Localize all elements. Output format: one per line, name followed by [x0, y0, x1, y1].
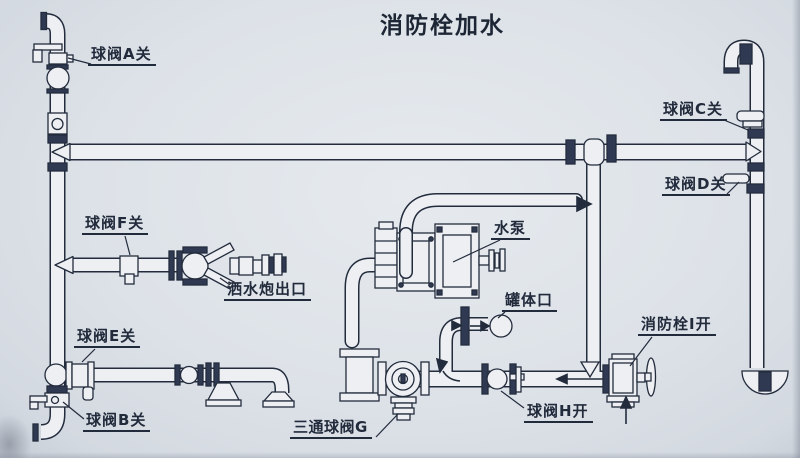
- fittings: [29, 11, 789, 442]
- scan-edge-shadow-right: [792, 0, 800, 458]
- valve-e-lever: [82, 386, 94, 401]
- leader-lines: [62, 57, 749, 438]
- valve-f-tab: [124, 273, 135, 285]
- valve-c-lever: [736, 110, 765, 122]
- cannon-nozzle: [238, 256, 254, 276]
- tank-port-arrow: [480, 320, 491, 332]
- hydrant-line-flow-arrow: [555, 373, 568, 385]
- label-valve-h: 球阀H开: [524, 403, 593, 423]
- label-valve-b: 球阀B关: [83, 412, 151, 432]
- cannon-yoke-lower: [203, 267, 235, 290]
- valve-b-handle: [29, 395, 48, 403]
- flow-arrows: [435, 195, 633, 424]
- valve-a-body: [48, 52, 68, 65]
- tank-port-opening: [489, 314, 513, 338]
- pump-gearbox: [374, 227, 398, 289]
- valve-g-drain: [390, 396, 417, 404]
- scan-edge-shadow-bottom: [0, 452, 800, 458]
- discharge-flow-arrow: [576, 195, 593, 213]
- label-three-way-valve-g: 三通球阀G: [290, 419, 372, 439]
- pump-shaft: [478, 255, 490, 266]
- sprinkler-bell-2: [262, 391, 295, 402]
- valve-f-body: [119, 255, 139, 277]
- label-hydrant-i: 消防栓I开: [638, 316, 716, 336]
- f-branch-arrow: [54, 255, 74, 275]
- valve-h-ball: [486, 368, 508, 390]
- diagram-title: 消防栓加水: [380, 13, 505, 39]
- label-valve-a: 球阀A关: [88, 46, 156, 66]
- header-right-arrow: [745, 141, 762, 162]
- left-cross-fitting: [44, 363, 68, 387]
- label-valve-e: 球阀E关: [74, 328, 141, 348]
- hydrant-inlet-arrow: [619, 395, 633, 409]
- valve-a-ball: [46, 66, 70, 90]
- tank-branch-turn-arrow: [435, 357, 449, 374]
- sprinkler-bell-1: [206, 382, 241, 401]
- left-elbow-flange: [40, 11, 48, 31]
- label-valve-c: 球阀C关: [660, 101, 728, 121]
- valve-d-lever: [722, 173, 750, 184]
- header-left-arrow: [51, 142, 71, 162]
- tank-elbow-arrow: [451, 319, 463, 332]
- right-elbow-flange: [723, 67, 740, 74]
- header-tee: [583, 138, 605, 166]
- label-cannon-outlet: 洒水炮出口: [224, 281, 312, 301]
- valve-e-body: [65, 361, 73, 390]
- left-bracket-tab: [32, 49, 43, 63]
- cannon-yoke-upper: [203, 242, 235, 265]
- label-tank-port: 罐体口: [502, 292, 558, 312]
- label-valve-f: 球阀F关: [82, 215, 149, 235]
- left-bracket: [33, 43, 63, 51]
- label-valve-d: 球阀D关: [662, 176, 731, 196]
- pipe-end-arrows: [51, 141, 762, 275]
- label-water-pump: 水泵: [491, 220, 531, 240]
